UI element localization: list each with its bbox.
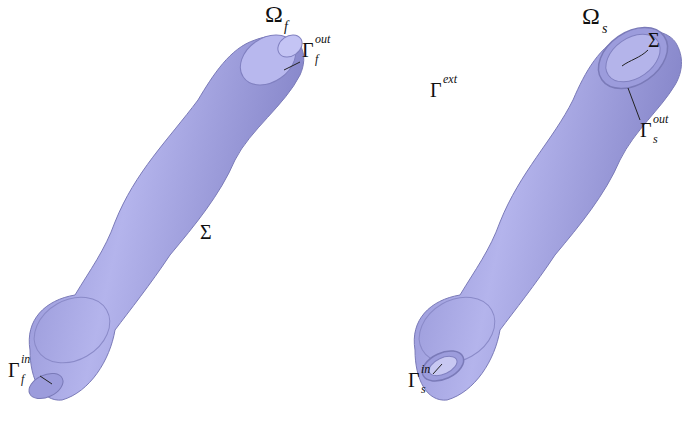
symbol-index: out bbox=[315, 33, 330, 45]
domain-symbol: Γ bbox=[430, 80, 442, 100]
domain-symbol: Γ bbox=[408, 370, 420, 390]
domain-symbol: Γ bbox=[8, 360, 20, 380]
fluid-domain bbox=[22, 25, 306, 404]
symbol-index: in bbox=[421, 363, 430, 375]
symbol-index: s bbox=[602, 22, 607, 36]
leader-lines bbox=[40, 50, 648, 384]
symbol-index: f bbox=[21, 373, 24, 385]
symbol-index: in bbox=[21, 353, 30, 365]
symbol-index: out bbox=[653, 113, 668, 125]
solid-domain bbox=[407, 15, 681, 400]
domain-symbol: Σ bbox=[648, 30, 660, 50]
domain-symbol: Σ bbox=[200, 222, 212, 242]
domain-symbol: Ω bbox=[265, 2, 283, 26]
symbol-index: ext bbox=[443, 73, 457, 85]
domain-symbol: Ω bbox=[582, 4, 600, 28]
symbol-index: s bbox=[653, 133, 658, 145]
symbol-index: f bbox=[315, 53, 318, 65]
domain-symbol: Γ bbox=[640, 120, 652, 140]
symbol-index: s bbox=[421, 383, 426, 395]
domain-symbol: Γ bbox=[302, 40, 314, 60]
symbol-index: f bbox=[284, 20, 288, 34]
